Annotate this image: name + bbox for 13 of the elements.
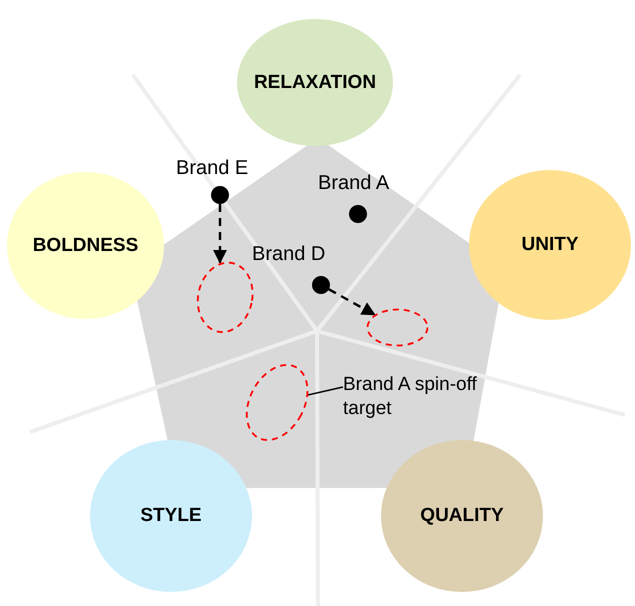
attribute-label: QUALITY xyxy=(420,505,504,527)
brand-label: Brand D xyxy=(252,243,326,266)
attribute-label: UNITY xyxy=(522,234,578,256)
brand-label: Brand E xyxy=(176,157,248,180)
dashed-arrow xyxy=(213,204,227,264)
callout-text: Brand A spin-off target xyxy=(343,373,493,421)
attribute-label: STYLE xyxy=(140,505,202,527)
dashed-arrow xyxy=(328,288,376,316)
brand-label: Brand A xyxy=(318,172,390,195)
leader-line xyxy=(306,386,344,396)
attribute-label: RELAXATION xyxy=(254,72,376,94)
dashed-target-ellipse xyxy=(366,308,428,346)
attribute-label: BOLDNESS xyxy=(32,234,138,256)
